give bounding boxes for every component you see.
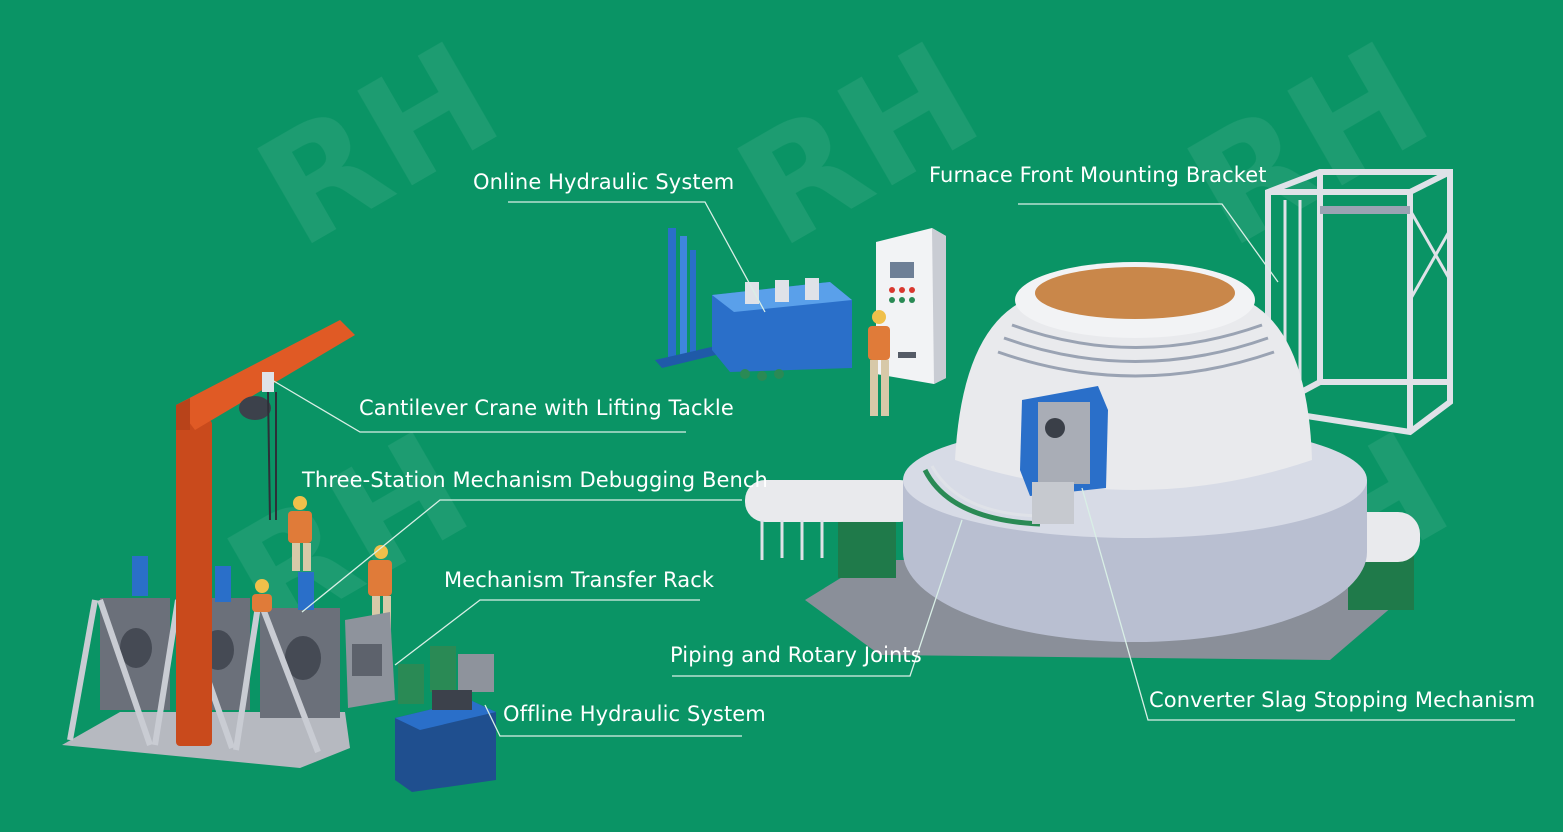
- converter-furnace: [745, 262, 1420, 660]
- control-cabinet: [876, 228, 946, 384]
- leader-debugging-bench: [301, 499, 742, 613]
- svg-text:RH: RH: [711, 10, 1007, 281]
- label-offline-hydraulic-system: Offline Hydraulic System: [503, 702, 766, 726]
- label-online-hydraulic-system: Online Hydraulic System: [473, 170, 735, 194]
- furnace-bracket: [1265, 169, 1453, 436]
- leader-furnace-bracket: [1018, 203, 1279, 283]
- leader-transfer-rack: [394, 599, 700, 666]
- label-slag-stopping-mechanism: Converter Slag Stopping Mechanism: [1149, 688, 1536, 712]
- leader-offline-hydraulic: [484, 704, 742, 737]
- debugging-bench: [62, 556, 350, 768]
- slag-stopping-mechanism: [1020, 386, 1108, 524]
- leader-lines: [271, 201, 1515, 737]
- transfer-rack: [345, 612, 395, 708]
- leader-online-hydraulic: [508, 201, 766, 313]
- leader-cantilever-crane: [271, 379, 686, 433]
- online-hydraulic-unit: [655, 228, 852, 381]
- cantilever-crane: [176, 320, 355, 746]
- worker-figure: [868, 310, 890, 416]
- svg-text:RH: RH: [231, 10, 527, 281]
- label-transfer-rack: Mechanism Transfer Rack: [444, 568, 715, 592]
- label-piping-rotary-joints: Piping and Rotary Joints: [670, 643, 922, 667]
- offline-hydraulic-unit: [395, 646, 496, 792]
- label-furnace-front-mounting-bracket: Furnace Front Mounting Bracket: [929, 163, 1267, 187]
- leader-slag-stopping: [1081, 487, 1515, 721]
- leader-piping-joints: [672, 519, 963, 677]
- label-debugging-bench: Three-Station Mechanism Debugging Bench: [302, 468, 768, 492]
- label-cantilever-crane: Cantilever Crane with Lifting Tackle: [359, 396, 734, 420]
